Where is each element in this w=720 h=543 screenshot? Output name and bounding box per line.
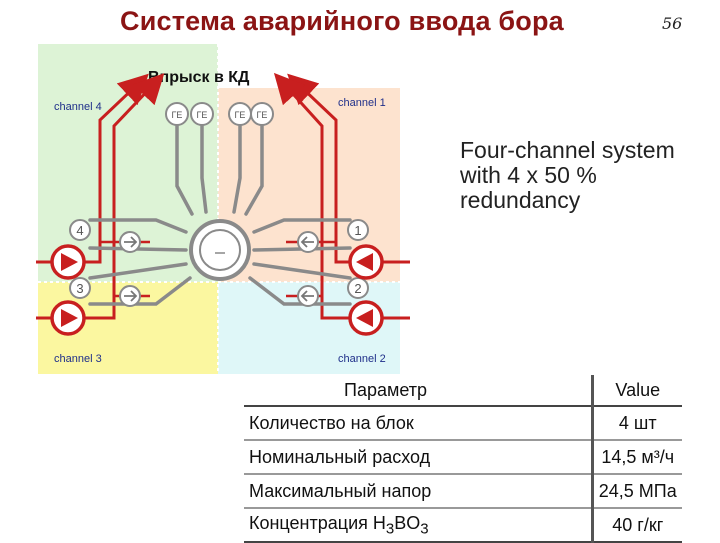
description-line-3: redundancy xyxy=(460,187,581,213)
svg-text:4: 4 xyxy=(76,223,83,238)
pump-channel-2 xyxy=(348,300,384,336)
central-vessel xyxy=(189,219,251,281)
svg-text:ГЕ: ГЕ xyxy=(235,110,246,120)
page-title: Система аварийного ввода бора xyxy=(120,6,564,36)
row-parameter: Максимальный напор xyxy=(244,474,593,509)
row-parameter: Количество на блок xyxy=(244,406,593,441)
number-1-marker: 1 xyxy=(347,219,369,241)
svg-text:2: 2 xyxy=(354,281,361,296)
boron-injection-diagram: Впрыск в КД channel 4 channel 1 channel … xyxy=(36,44,410,374)
table-row: Концентрация H3BO3 40 г/кг xyxy=(244,508,682,543)
channel-4-label: channel 4 xyxy=(54,101,102,113)
number-3-marker: 3 xyxy=(69,277,91,299)
check-valve-1 xyxy=(297,231,319,253)
system-description: Four-channel system with 4 x 50 % redund… xyxy=(460,138,718,213)
injection-label: Впрыск в КД xyxy=(148,69,250,86)
header-value: Value xyxy=(590,375,682,407)
check-valve-2 xyxy=(297,285,319,307)
tank-ge-3: ГЕ xyxy=(228,102,252,126)
svg-text:ГЕ: ГЕ xyxy=(257,110,268,120)
channel-1-label: channel 1 xyxy=(338,97,386,109)
description-line-1: Four-channel system xyxy=(460,137,675,163)
table-row: Количество на блок 4 шт xyxy=(244,406,682,441)
table-row: Максимальный напор 24,5 МПа xyxy=(244,474,682,509)
parameters-table: Параметр Value Количество на блок 4 шт Н… xyxy=(244,375,682,543)
gray-pipes xyxy=(88,124,352,306)
row-value: 24,5 МПа xyxy=(590,474,682,509)
slide-number: 56 xyxy=(662,14,683,33)
svg-text:1: 1 xyxy=(354,223,361,238)
pump-channel-3 xyxy=(50,300,86,336)
pump-channel-4 xyxy=(50,244,86,280)
row-value: 4 шт xyxy=(590,406,682,441)
header-parameter: Параметр xyxy=(244,375,593,407)
table-row: Номинальный расход 14,5 м³/ч xyxy=(244,440,682,475)
tank-ge-4: ГЕ xyxy=(250,102,274,126)
check-valve-4 xyxy=(119,231,141,253)
svg-text:ГЕ: ГЕ xyxy=(172,110,183,120)
table-header-row: Параметр Value xyxy=(244,375,682,407)
number-4-marker: 4 xyxy=(69,219,91,241)
row-value: 40 г/кг xyxy=(590,508,682,543)
channel-3-label: channel 3 xyxy=(54,353,102,365)
row-value: 14,5 м³/ч xyxy=(590,440,682,475)
channel-2-label: channel 2 xyxy=(338,353,386,365)
pump-channel-1 xyxy=(348,244,384,280)
row-parameter: Номинальный расход xyxy=(244,440,593,475)
tank-ge-2: ГЕ xyxy=(190,102,214,126)
description-line-2: with 4 x 50 % xyxy=(460,162,597,188)
check-valve-3 xyxy=(119,285,141,307)
svg-text:3: 3 xyxy=(76,281,83,296)
row-parameter: Концентрация H3BO3 xyxy=(244,508,593,543)
number-2-marker: 2 xyxy=(347,277,369,299)
svg-text:ГЕ: ГЕ xyxy=(197,110,208,120)
tank-ge-1: ГЕ xyxy=(165,102,189,126)
